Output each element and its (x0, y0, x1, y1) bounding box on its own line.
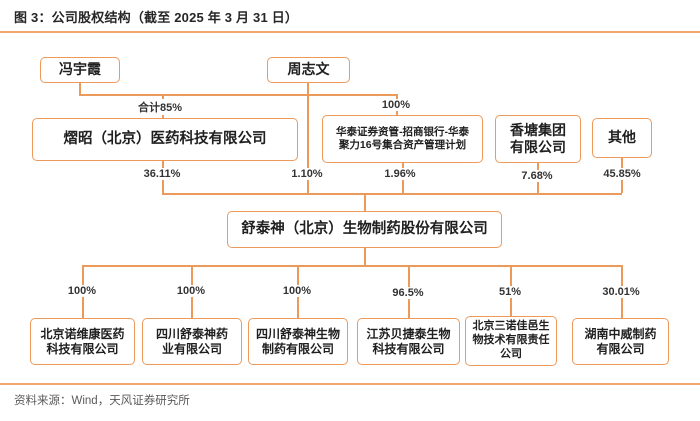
stake-label-sub6: 30.01% (599, 286, 643, 298)
source-divider-line (0, 383, 700, 385)
node-staidson: 舒泰神（北京）生物制药股份有限公司 (227, 211, 502, 248)
stake-label-sub4: 96.5% (389, 287, 427, 299)
stake-label-combined-85: 合计85% (134, 99, 186, 115)
source-note: 资料来源：Wind，天风证券研究所 (14, 395, 190, 407)
connector-feng-drop (79, 83, 81, 94)
connector-lower-bus (82, 265, 622, 267)
node-subsidiary-sichuan-pharma: 四川舒泰神药 业有限公司 (142, 318, 242, 365)
node-subsidiary-beijing-sannuojiayi: 北京三诺佳邑生 物技术有限责任 公司 (465, 316, 557, 366)
node-xiangtang: 香塘集团 有限公司 (495, 115, 581, 163)
node-yizhao: 熠昭（北京）医药科技有限公司 (32, 118, 298, 161)
node-subsidiary-beijing-nuoweikang: 北京诺维康医药 科技有限公司 (30, 318, 135, 365)
node-subsidiary-jiangsu-beijietai: 江苏贝捷泰生物 科技有限公司 (357, 318, 460, 365)
stake-label-sub3: 100% (279, 285, 315, 297)
connector-zhou-drop (307, 83, 309, 193)
stake-label-huatai-100: 100% (378, 99, 414, 111)
stake-label-sub1: 100% (64, 285, 100, 297)
node-others: 其他 (592, 118, 652, 158)
connector-top-horizontal (79, 94, 397, 96)
stake-label-zhou: 1.10% (288, 168, 326, 180)
node-huatai-plan: 华泰证券资管-招商银行-华泰 聚力16号集合资产管理计划 (322, 115, 483, 163)
title-divider-line (0, 31, 700, 33)
connector-staidson-down (364, 248, 366, 265)
stake-label-xiangtang: 7.68% (518, 170, 556, 182)
node-feng-yuxia: 冯宇霞 (40, 57, 120, 83)
stake-label-sub5: 51% (495, 286, 525, 298)
stake-label-sub2: 100% (173, 285, 209, 297)
stake-label-others: 45.85% (600, 168, 644, 180)
connector-to-staidson (364, 193, 366, 211)
stake-label-yizhao: 36.11% (140, 168, 184, 180)
figure-title: 图 3：公司股权结构（截至 2025 年 3 月 31 日） (14, 10, 299, 25)
node-subsidiary-sichuan-bio: 四川舒泰神生物 制药有限公司 (248, 318, 348, 365)
stake-label-huatai: 1.96% (381, 168, 419, 180)
node-zhou-zhiwen: 周志文 (267, 57, 350, 83)
connector-upper-bus (162, 193, 622, 195)
node-subsidiary-hunan-zhongwei: 湖南中威制药 有限公司 (572, 318, 669, 365)
